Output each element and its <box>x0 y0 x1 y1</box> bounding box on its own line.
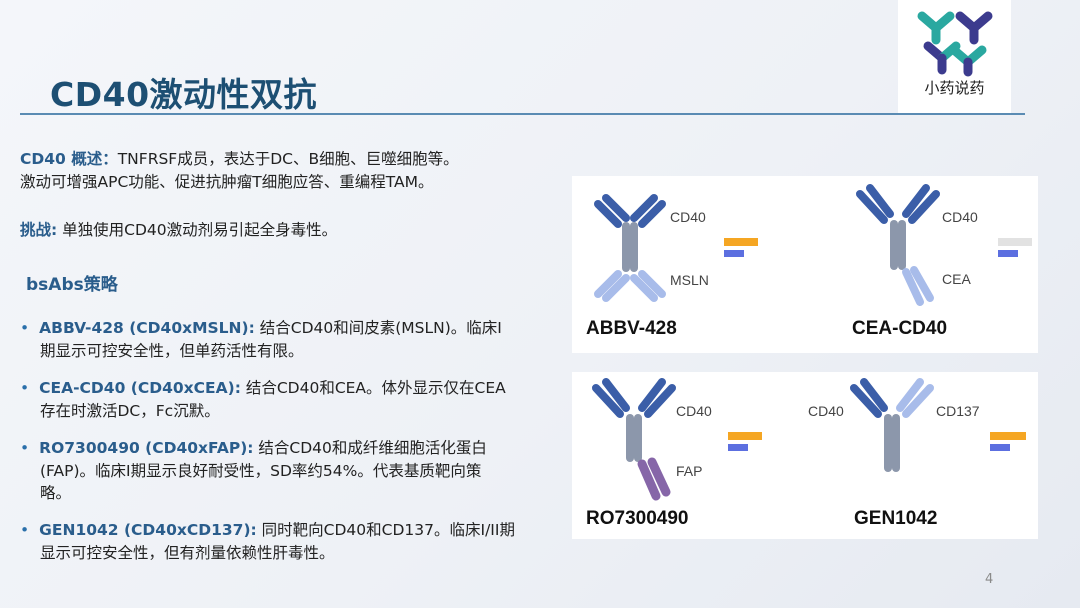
overview-line-1: CD40 概述：TNFRSF成员，表达于DC、B细胞、巨噬细胞等。 <box>20 148 459 170</box>
challenge-line: 挑战: 单独使用CD40激动剂易引起全身毒性。 <box>20 219 337 241</box>
bullet-marker: • <box>20 379 30 397</box>
bullet-marker: • <box>20 319 30 337</box>
legend-blue-bar <box>728 444 748 451</box>
figure-panel-bottom: CD40 FAP RO7300490 CD40 CD137 GEN1042 <box>572 372 1038 539</box>
legend-orange-bar <box>990 432 1026 440</box>
abbv-name: ABBV-428 <box>586 318 677 339</box>
antibody-gen1042: CD40 CD137 GEN1042 <box>808 378 1026 529</box>
ro-top-label: CD40 <box>676 403 712 419</box>
slide-title: CD40激动性双抗 <box>50 75 318 114</box>
legend-blue-bar <box>990 444 1010 451</box>
gen-left-label: CD40 <box>808 403 844 419</box>
antibody-cea-cd40: CD40 CEA CEA-CD40 <box>852 184 1032 339</box>
bullet-abbv-name: ABBV-428 (CD40xMSLN): <box>39 319 255 337</box>
ro-name: RO7300490 <box>586 508 688 529</box>
legend-orange-bar <box>728 432 762 440</box>
legend-orange-bar <box>724 238 758 246</box>
overview-text-2: 激动可增强APC功能、促进抗肿瘤T细胞应答、重编程TAM。 <box>20 173 434 191</box>
overview-key: CD40 概述： <box>20 150 118 168</box>
bullet-marker: • <box>20 439 30 457</box>
cea-top-label: CD40 <box>942 209 978 225</box>
legend-blue-bar <box>998 250 1018 257</box>
bullet-gen-line-2: 显示可控安全性，但有剂量依赖性肝毒性。 <box>40 544 335 562</box>
bullet-cea-name: CEA-CD40 (CD40xCEA): <box>39 379 241 397</box>
abbv-top-label: CD40 <box>670 209 706 225</box>
bullet-abbv-line-2: 期显示可控安全性，但单药活性有限。 <box>40 342 304 360</box>
cea-bottom-label: CEA <box>942 271 971 287</box>
legend-blue-bar <box>724 250 744 257</box>
bullet-ro-name: RO7300490 (CD40xFAP): <box>39 439 254 457</box>
challenge-key: 挑战: <box>20 221 58 239</box>
gen-name: GEN1042 <box>854 508 937 529</box>
overview-text-1: TNFRSF成员，表达于DC、B细胞、巨噬细胞等。 <box>117 150 459 168</box>
strategy-heading: bsAbs策略 <box>26 275 118 295</box>
bullet-gen-line-1: •GEN1042 (CD40xCD137): 同时靶向CD40和CD137。临床… <box>20 521 515 539</box>
bullet-marker: • <box>20 521 30 539</box>
bullet-cea-line-2: 存在时激活DC，Fc沉默。 <box>40 402 220 420</box>
bullet-ro-line-2: (FAP)。临床I期显示良好耐受性，SD率约54%。代表基质靶向策 <box>40 462 482 480</box>
antibody-abbv428: CD40 MSLN ABBV-428 <box>586 194 758 339</box>
title-divider <box>20 113 1025 115</box>
bullet-cea-line-1: •CEA-CD40 (CD40xCEA): 结合CD40和CEA。体外显示仅在C… <box>20 379 506 397</box>
figure-panel-top: CD40 MSLN ABBV-428 CD40 CEA CEA-CD40 <box>572 176 1038 353</box>
ro-bottom-label: FAP <box>676 463 702 479</box>
bullet-abbv-line-1: •ABBV-428 (CD40xMSLN): 结合CD40和间皮素(MSLN)。… <box>20 319 502 337</box>
cea-name: CEA-CD40 <box>852 318 947 339</box>
legend-grey-bar <box>998 238 1032 246</box>
logo: 小药说药 <box>898 0 1011 113</box>
abbv-bottom-label: MSLN <box>670 272 709 288</box>
challenge-text: 单独使用CD40激动剂易引起全身毒性。 <box>57 221 338 239</box>
gen-right-label: CD137 <box>936 403 980 419</box>
page-number: 4 <box>985 572 994 587</box>
bullet-gen-name: GEN1042 (CD40xCD137): <box>39 521 257 539</box>
bullet-ro-line-1: •RO7300490 (CD40xFAP): 结合CD40和成纤维细胞活化蛋白 <box>20 439 487 457</box>
logo-text: 小药说药 <box>924 79 985 97</box>
antibody-ro7300490: CD40 FAP RO7300490 <box>586 378 762 529</box>
logo-mark-icon <box>917 11 993 77</box>
bullet-ro-line-3: 略。 <box>40 484 72 502</box>
